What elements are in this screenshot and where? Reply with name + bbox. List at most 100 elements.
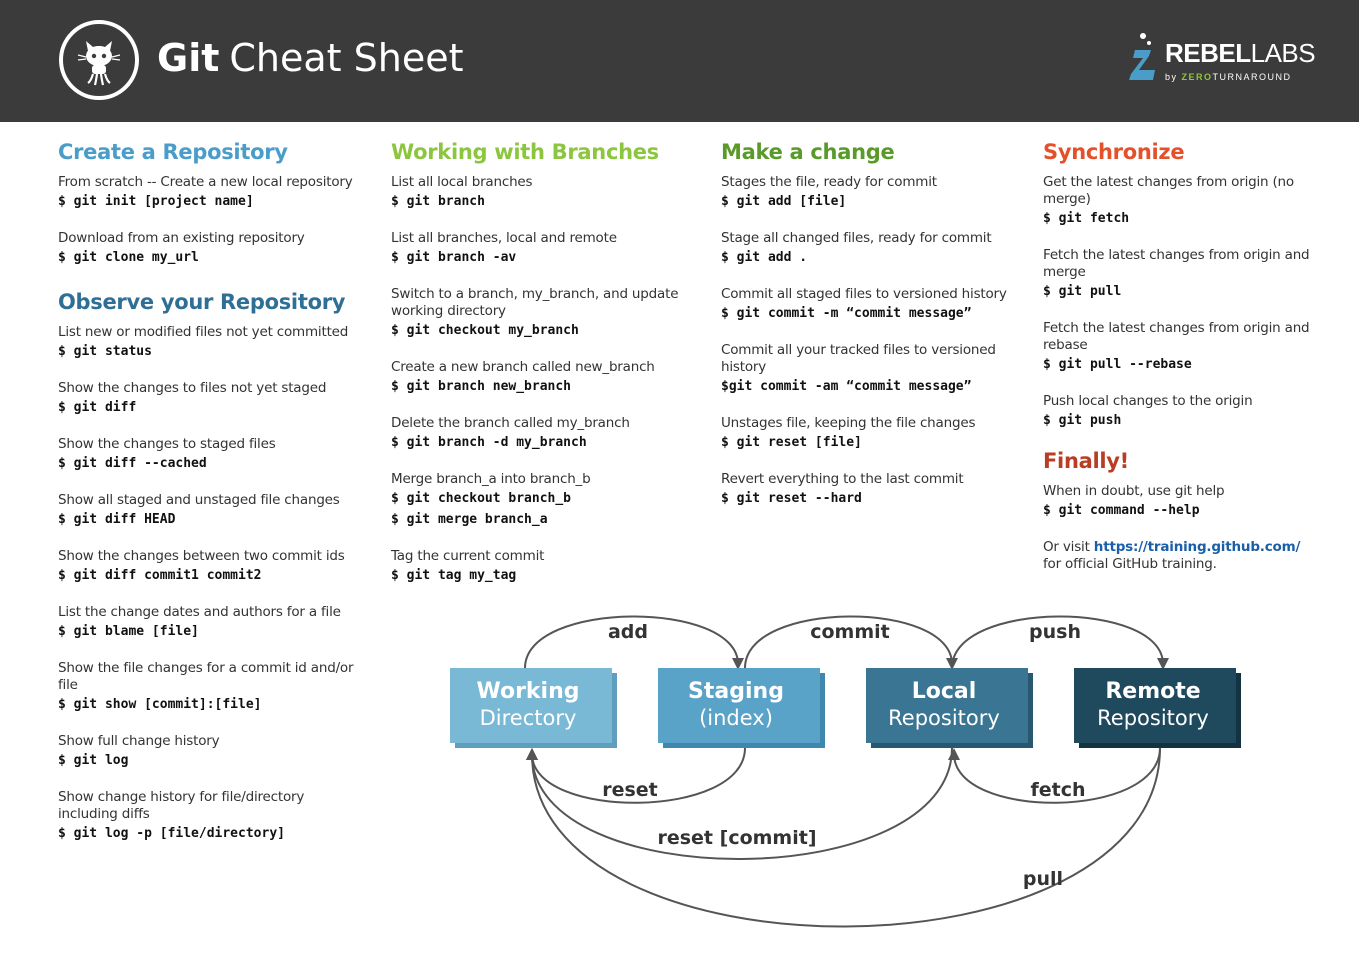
entry-command: $ git diff (58, 400, 137, 415)
cheat-entry: Show all staged and unstaged file change… (58, 492, 358, 530)
cheat-entry: List new or modified files not yet commi… (58, 324, 358, 362)
entry-command: $ git tag my_tag (391, 568, 517, 583)
entry-description: Commit all your tracked files to version… (721, 342, 996, 375)
entry-description: From scratch -- Create a new local repos… (58, 174, 353, 190)
help-entry: When in doubt, use git help $ git comman… (1043, 483, 1343, 521)
entry-description: Merge branch_a into branch_b (391, 471, 591, 487)
entry-command: $ git branch -d my_branch (391, 435, 587, 450)
training-link[interactable]: https://training.github.com/ (1093, 539, 1301, 555)
sync-list: Get the latest changes from origin (no m… (1043, 174, 1343, 431)
box-staging-line2: (index) (699, 706, 773, 730)
box-staging: Staging (index) (658, 668, 825, 748)
entry-description: Show the changes to files not yet staged (58, 380, 327, 396)
column-1: Create a Repository From scratch -- Crea… (58, 140, 358, 862)
arrow-add (524, 615, 744, 670)
entry-description: Commit all staged files to versioned his… (721, 286, 1007, 302)
entry-command: $ git reset [file] (721, 435, 862, 450)
entry-command: $ git reset --hard (721, 491, 862, 506)
entry-command: $ git branch (391, 194, 485, 209)
section-title-sync: Synchronize (1043, 140, 1185, 164)
entry-command: $ git diff --cached (58, 456, 207, 471)
cheat-entry: Delete the branch called my_branch $ git … (391, 415, 691, 453)
entry-description: Show the changes to staged files (58, 436, 276, 452)
box-remote-line2: Repository (1097, 706, 1209, 730)
cheat-entry: List all local branches$ git branch (391, 174, 691, 212)
entry-command: $ git pull --rebase (1043, 357, 1192, 372)
entry-description: Create a new branch called new_branch (391, 359, 655, 375)
label-reset-commit: reset [commit] (657, 827, 816, 849)
entry-description: Push local changes to the origin (1043, 393, 1253, 409)
cheat-entry: Show the changes between two commit ids$… (58, 548, 358, 586)
cheat-entry: Show the file changes for a commit id an… (58, 660, 358, 715)
cheat-entry: Revert everything to the last commit$ gi… (721, 471, 1021, 509)
box-local-line1: Local (912, 679, 977, 704)
entry-command: $ git show [commit]:[file] (58, 697, 262, 712)
cheat-entry: Create a new branch called new_branch$ g… (391, 359, 691, 397)
entry-description: Stages the file, ready for commit (721, 174, 937, 190)
brand-zero: ZERO (1181, 72, 1213, 82)
entry-command: $ git add [file] (721, 194, 847, 209)
cheat-entry: Show the changes to files not yet staged… (58, 380, 358, 418)
arrow-reset-commit (526, 747, 953, 860)
entry-command: $git commit -am “commit message” (721, 379, 972, 394)
brand-sub: LABS (1250, 38, 1316, 68)
label-commit: commit (810, 621, 890, 643)
entry-description: Unstages file, keeping the file changes (721, 415, 976, 431)
box-local-line2: Repository (888, 706, 1000, 730)
entry-command: $ git add . (721, 250, 808, 265)
box-remote-line1: Remote (1105, 679, 1200, 704)
cheat-entry: Switch to a branch, my_branch, and updat… (391, 286, 691, 341)
section-title-observe: Observe your Repository (58, 290, 346, 314)
rebellabs-logo: REBELLABS by ZEROTURNAROUND (1125, 30, 1316, 90)
entry-command: $ git init [project name] (58, 194, 254, 209)
box-remote: Remote Repository (1074, 668, 1241, 748)
label-pull: pull (1023, 868, 1063, 890)
flask-icon (1129, 33, 1155, 80)
entry-command: $ git pull (1043, 284, 1122, 299)
entry-description: Fetch the latest changes from origin and… (1043, 320, 1310, 353)
entry-description: Delete the branch called my_branch (391, 415, 630, 431)
entry-command: $ git clone my_url (58, 250, 199, 265)
box-local: Local Repository (866, 668, 1033, 748)
entry-command: $ git push (1043, 413, 1122, 428)
brand-main: REBEL (1165, 38, 1251, 68)
entry-command: $ git status (58, 344, 152, 359)
cheat-entry: Unstages file, keeping the file changes $… (721, 415, 1021, 453)
help-desc: When in doubt, use git help (1043, 483, 1225, 499)
entry-description: List the change dates and authors for a … (58, 604, 341, 620)
entry-command: $ git log (58, 753, 129, 768)
box-working-line2: Directory (480, 706, 577, 730)
column-4: Synchronize Get the latest changes from … (1043, 140, 1343, 573)
change-list: Stages the file, ready for commit $ git a… (721, 174, 1021, 509)
entry-description: List new or modified files not yet commi… (58, 324, 349, 340)
cheat-entry: Stage all changed files, ready for commi… (721, 230, 1021, 268)
arrow-push (951, 615, 1169, 670)
brand-turnaround: TURNAROUND (1212, 72, 1292, 82)
entry-command: $ git checkout my_branch (391, 323, 579, 338)
cheat-entry: Commit all your tracked files to version… (721, 342, 1021, 397)
box-staging-line1: Staging (688, 679, 784, 704)
entry-description: Show the changes between two commit ids (58, 548, 345, 564)
label-add: add (608, 621, 648, 643)
entry-description: Download from an existing repository (58, 230, 305, 246)
cheat-entry: Show the changes to staged files $ git di… (58, 436, 358, 474)
cheat-entry: Fetch the latest changes from origin and… (1043, 247, 1343, 302)
cheat-entry: Show full change history$ git log (58, 733, 358, 771)
entry-description: Fetch the latest changes from origin and… (1043, 247, 1310, 280)
cheat-entry: Fetch the latest changes from origin and… (1043, 320, 1343, 375)
cheat-entry: Commit all staged files to versioned his… (721, 286, 1021, 324)
section-title-finally: Finally! (1043, 449, 1129, 473)
arrow-reset (526, 747, 746, 804)
title-light: Cheat Sheet (229, 36, 464, 80)
label-push: push (1029, 621, 1081, 643)
help-cmd: $ git command --help (1043, 503, 1200, 518)
entry-command: $ git merge branch_a (391, 512, 548, 527)
entry-description: Stage all changed files, ready for commi… (721, 230, 992, 246)
entry-description: Get the latest changes from origin (no m… (1043, 174, 1294, 207)
octocat-icon (59, 20, 139, 100)
cheat-entry: From scratch -- Create a new local repos… (58, 174, 358, 212)
column-2: Working with Branches List all local bra… (391, 140, 691, 604)
column-3: Make a change Stages the file, ready for… (721, 140, 1021, 527)
